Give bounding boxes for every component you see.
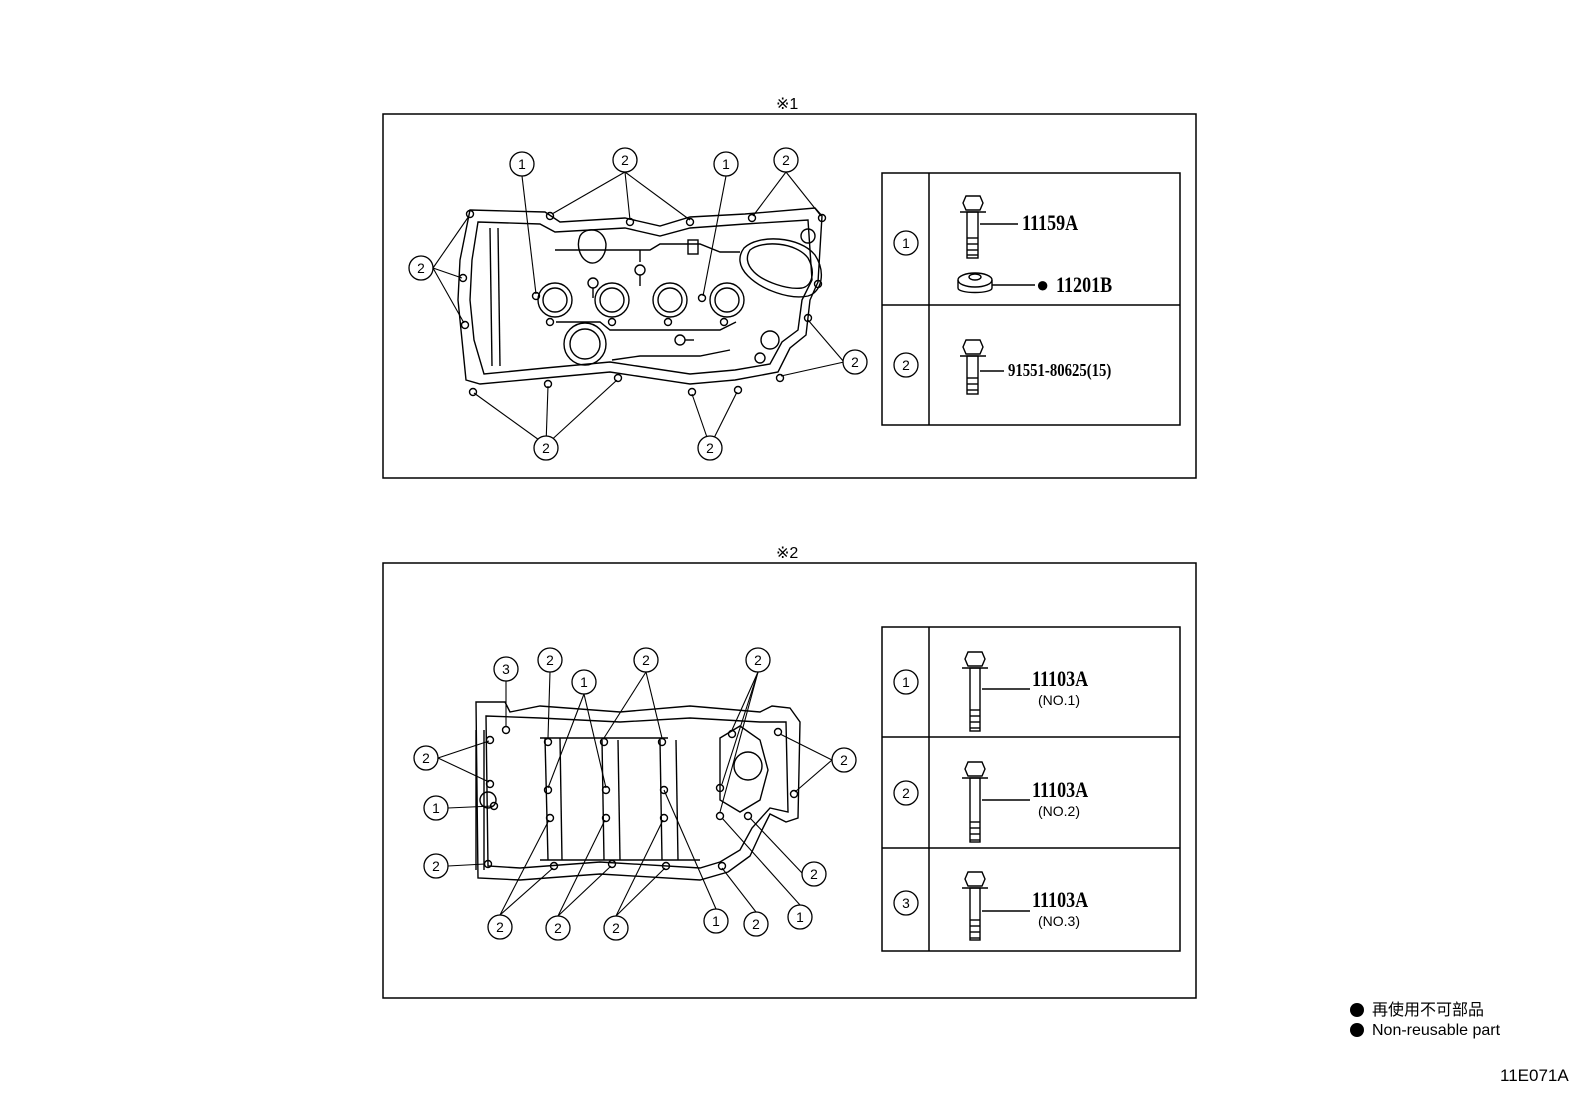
svg-text:2: 2 bbox=[546, 653, 554, 668]
callout-bubble: 1 bbox=[571, 669, 597, 695]
svg-text:2: 2 bbox=[752, 917, 760, 932]
svg-text:2: 2 bbox=[554, 921, 562, 936]
svg-text:2: 2 bbox=[902, 358, 910, 373]
callout-bubble: 2 bbox=[831, 747, 857, 773]
svg-text:1: 1 bbox=[580, 675, 588, 690]
svg-text:2: 2 bbox=[621, 153, 629, 168]
part-number-11103a-no2: 11103A bbox=[1032, 777, 1089, 802]
valve-cover-drawing bbox=[457, 207, 827, 397]
svg-text:2: 2 bbox=[432, 859, 440, 874]
callout-bubble: 1 bbox=[787, 904, 813, 930]
svg-text:1: 1 bbox=[902, 675, 910, 690]
part-number-11103a-no1: 11103A bbox=[1032, 666, 1089, 691]
svg-text:1: 1 bbox=[712, 914, 720, 929]
part-number-11159a: 11159A bbox=[1022, 210, 1079, 235]
svg-text:1: 1 bbox=[518, 157, 526, 172]
panel-1-caption: ※1 bbox=[776, 96, 799, 113]
callout-bubble: 2 bbox=[743, 911, 769, 937]
part-number-11201b: 11201B bbox=[1056, 272, 1113, 297]
panel-1-frame bbox=[382, 113, 1197, 479]
key-ref-bubble: 1 bbox=[893, 230, 919, 256]
legend-text-jp: 再使用不可部品 bbox=[1372, 1002, 1485, 1019]
svg-text:2: 2 bbox=[782, 153, 790, 168]
svg-text:2: 2 bbox=[706, 441, 714, 456]
key-ref-bubble: 3 bbox=[893, 890, 919, 916]
svg-text:2: 2 bbox=[496, 920, 504, 935]
callout-bubble: 2 bbox=[633, 647, 659, 673]
svg-text:1: 1 bbox=[796, 910, 804, 925]
svg-text:2: 2 bbox=[851, 355, 859, 370]
callout-bubble: 2 bbox=[413, 745, 439, 771]
svg-text:2: 2 bbox=[642, 653, 650, 668]
drawing-code: 11E071A bbox=[1500, 1066, 1569, 1085]
legend-text-en: Non-reusable part bbox=[1372, 1022, 1501, 1039]
part-sub-no1: (NO.1) bbox=[1038, 692, 1080, 708]
panel-1-callouts: 1 2 1 2 2 2 2 2 bbox=[408, 147, 868, 461]
callout-bubble: 2 bbox=[487, 914, 513, 940]
crankcase-drawing bbox=[475, 701, 801, 881]
svg-text:1: 1 bbox=[722, 157, 730, 172]
callout-bubble: 1 bbox=[509, 151, 535, 177]
panel-2-caption: ※2 bbox=[776, 545, 799, 562]
callout-bubble: 2 bbox=[545, 915, 571, 941]
callout-bubble: 2 bbox=[745, 647, 771, 673]
svg-text:2: 2 bbox=[612, 921, 620, 936]
panel-2-frame bbox=[382, 562, 1197, 999]
callout-bubble: 2 bbox=[801, 861, 827, 887]
svg-text:2: 2 bbox=[422, 751, 430, 766]
svg-text:2: 2 bbox=[754, 653, 762, 668]
legend-dot bbox=[1350, 1003, 1364, 1017]
panel-2-key-table bbox=[881, 626, 1181, 952]
svg-text:2: 2 bbox=[902, 786, 910, 801]
callout-bubble: 2 bbox=[697, 435, 723, 461]
svg-text:3: 3 bbox=[902, 896, 910, 911]
legend-line-en: Non-reusable part bbox=[1350, 1022, 1500, 1040]
svg-text:2: 2 bbox=[840, 753, 848, 768]
panel-1-key-table bbox=[881, 172, 1181, 426]
panel-1-leader-lines bbox=[432, 171, 845, 447]
key-ref-bubble: 2 bbox=[893, 780, 919, 806]
key-table-refs: 1 2 1 2 3 bbox=[893, 230, 919, 916]
part-number-91551: 91551-80625(15) bbox=[1008, 360, 1112, 380]
panel-2-key-icons bbox=[962, 651, 1030, 941]
panel-2-leader-lines bbox=[437, 671, 833, 917]
callout-bubble: 1 bbox=[423, 795, 449, 821]
part-sub-no3: (NO.3) bbox=[1038, 913, 1080, 929]
svg-text:2: 2 bbox=[810, 867, 818, 882]
callout-bubble: 2 bbox=[773, 147, 799, 173]
part-number-11103a-no3: 11103A bbox=[1032, 887, 1089, 912]
panel-2-callouts: 3 2 1 2 2 2 1 2 2 2 2 2 2 1 2 1 bbox=[413, 647, 857, 941]
callout-bubble: 2 bbox=[408, 255, 434, 281]
callout-bubble: 2 bbox=[537, 647, 563, 673]
callout-bubble: 2 bbox=[612, 147, 638, 173]
callout-bubble: 3 bbox=[493, 656, 519, 682]
legend-dot bbox=[1350, 1023, 1364, 1037]
callout-bubble: 2 bbox=[842, 349, 868, 375]
part-sub-no2: (NO.2) bbox=[1038, 803, 1080, 819]
panel-1-key-icons bbox=[957, 195, 1035, 395]
svg-text:2: 2 bbox=[417, 261, 425, 276]
callout-bubble: 2 bbox=[603, 915, 629, 941]
svg-text:1: 1 bbox=[902, 236, 910, 251]
callout-bubble: 1 bbox=[713, 151, 739, 177]
legend-line-jp: 再使用不可部品 bbox=[1350, 996, 1484, 1020]
callout-bubble: 2 bbox=[533, 435, 559, 461]
non-reusable-marker: ● bbox=[1036, 272, 1050, 297]
key-ref-bubble: 2 bbox=[893, 352, 919, 378]
key-ref-bubble: 1 bbox=[893, 669, 919, 695]
svg-text:2: 2 bbox=[542, 441, 550, 456]
svg-text:3: 3 bbox=[502, 662, 510, 677]
callout-bubble: 2 bbox=[423, 853, 449, 879]
callout-bubble: 1 bbox=[703, 908, 729, 934]
svg-text:1: 1 bbox=[432, 801, 440, 816]
